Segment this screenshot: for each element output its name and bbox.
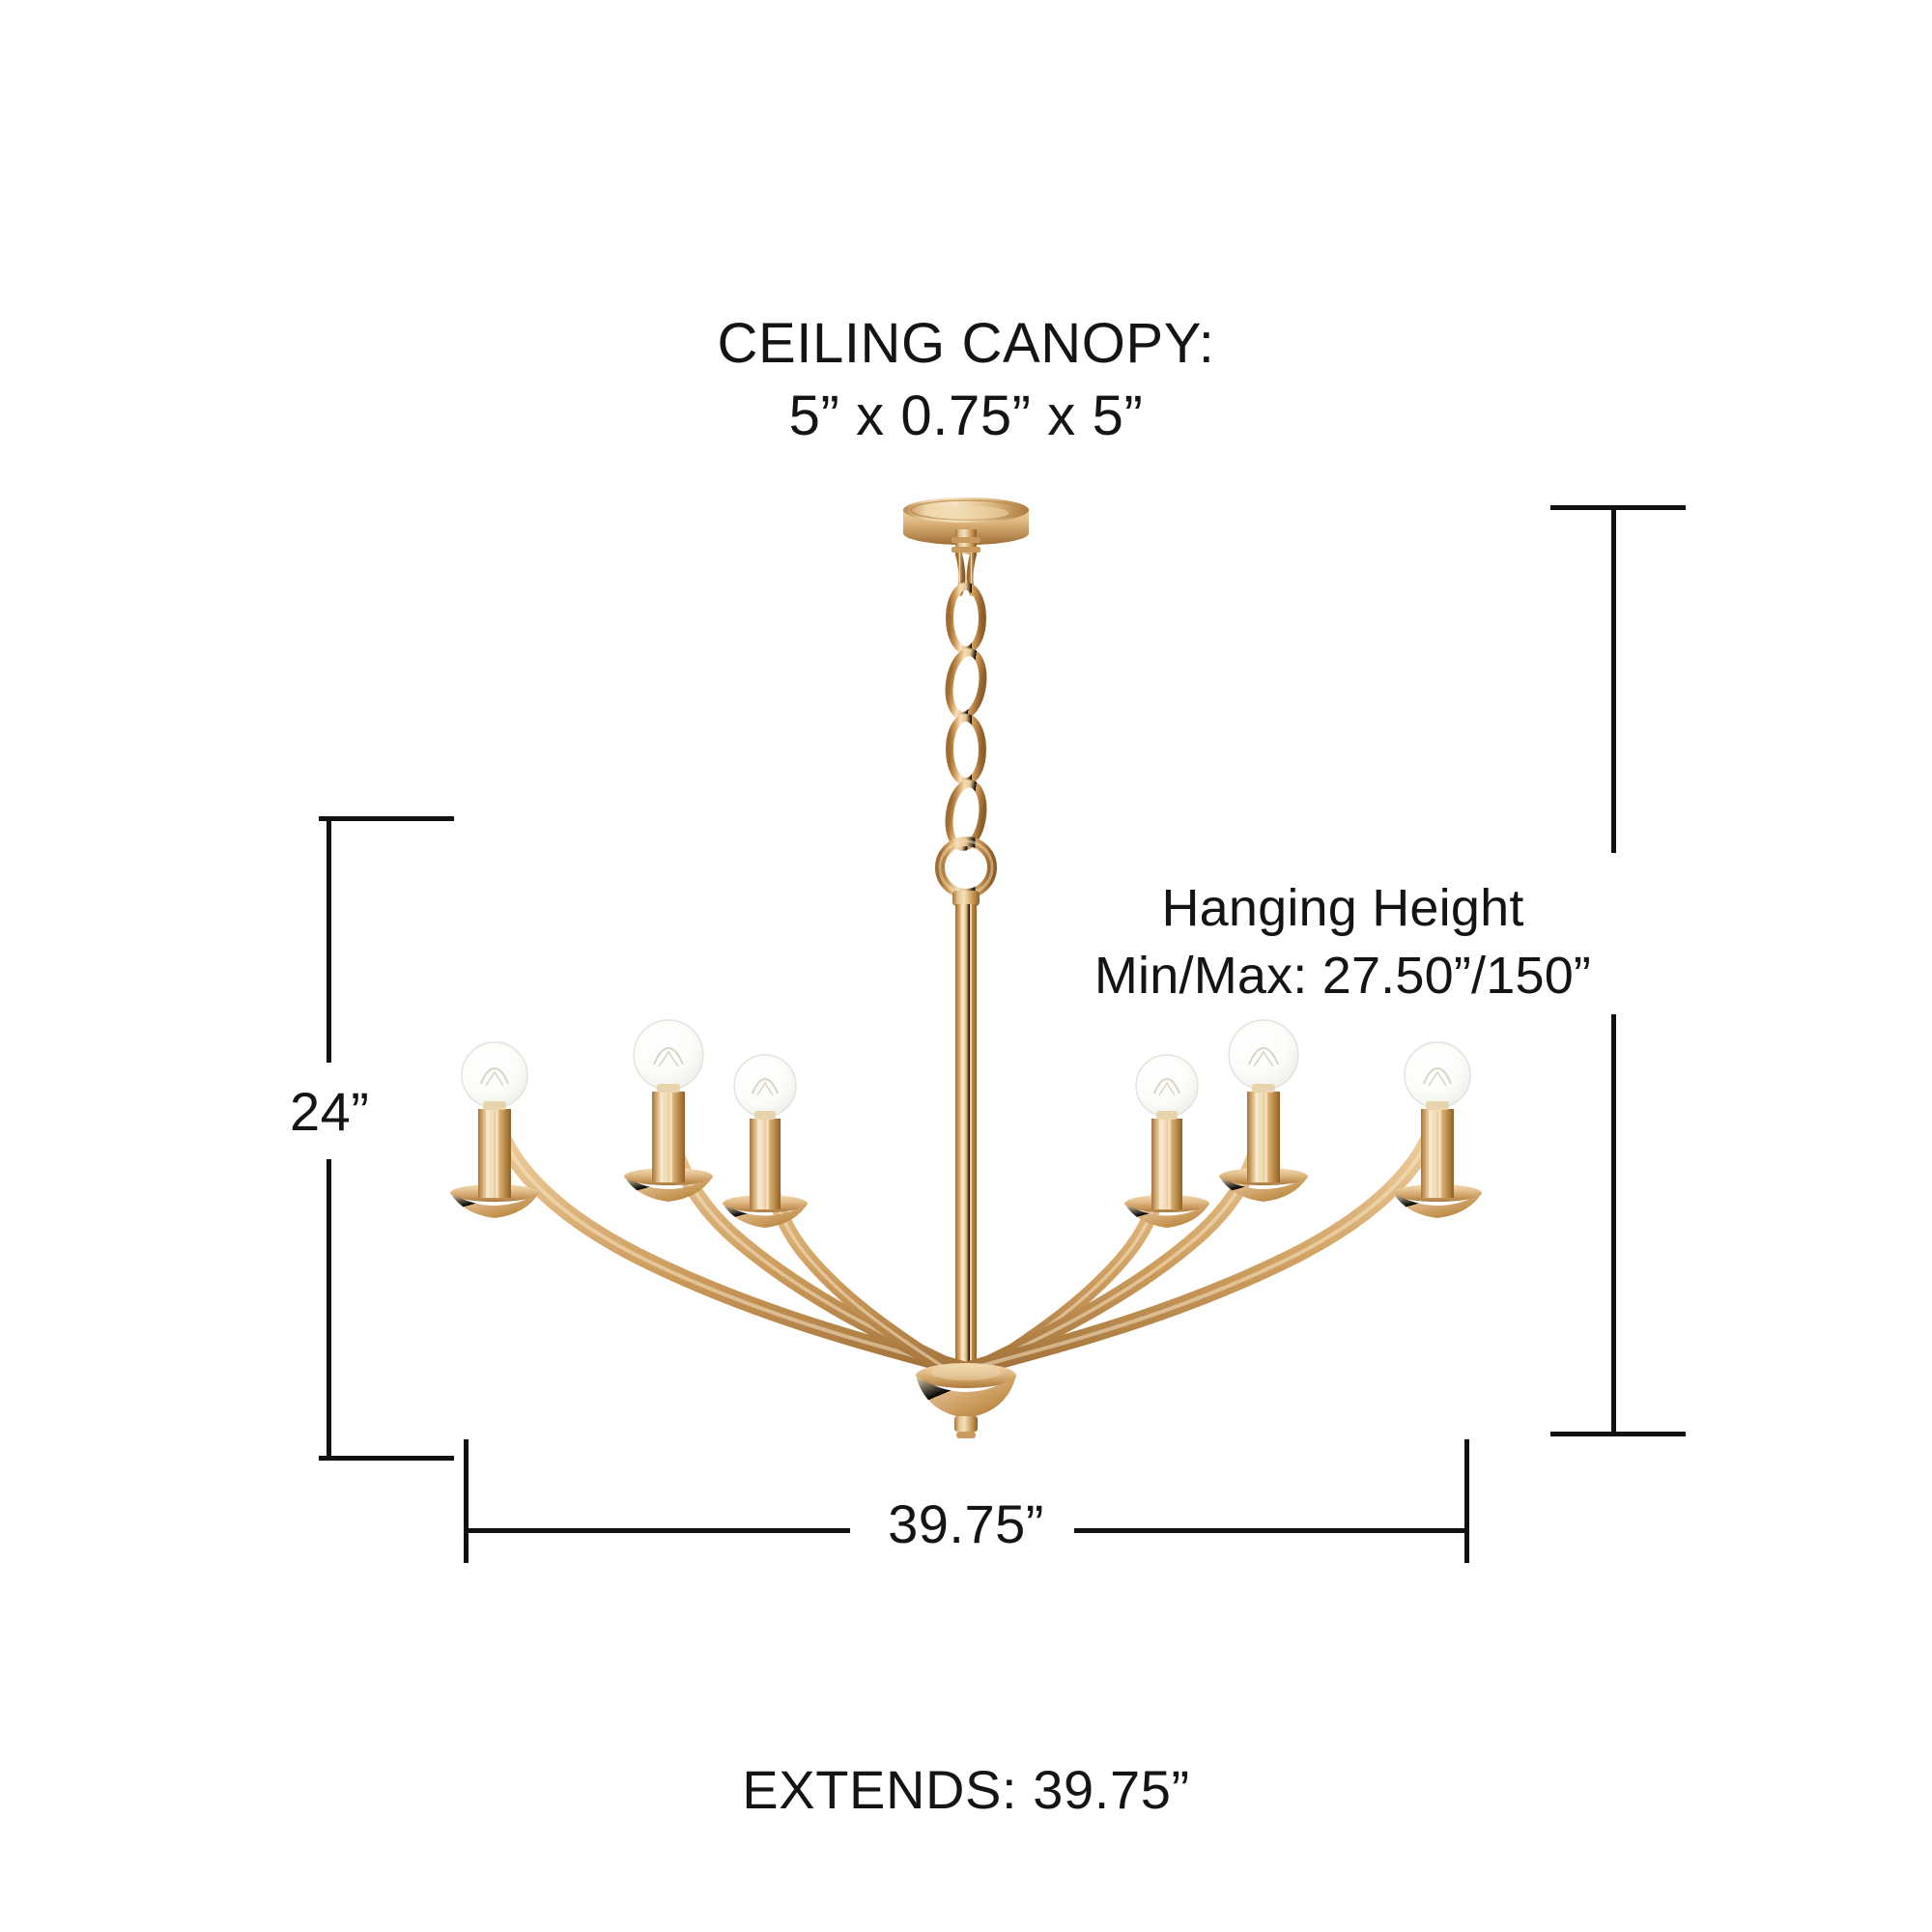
height-dimension-upper-line — [327, 816, 331, 1063]
candle-assembly-6 — [1393, 1041, 1482, 1218]
ceiling-canopy-label: CEILING CANOPY: 5” x 0.75” x 5” — [0, 307, 1932, 453]
chandelier-arm-left-mid — [660, 1086, 968, 1379]
hanging-height-minmax: Min/Max: 27.50”/150” — [1094, 947, 1592, 1006]
chandelier-arm-left-outer — [486, 1109, 973, 1378]
height-dimension-label: 24” — [290, 1081, 370, 1142]
ceiling-canopy-title: CEILING CANOPY: — [717, 312, 1215, 375]
ceiling-canopy-dimensions: 5” x 0.75” x 5” — [788, 384, 1144, 448]
hanging-height-upper-line — [1611, 505, 1616, 853]
width-dimension-left-tick — [464, 1439, 469, 1563]
height-dimension-top-cap — [319, 816, 454, 821]
hanging-height-top-cap — [1550, 505, 1686, 510]
candle-assembly-2 — [624, 1019, 713, 1202]
ceiling-canopy-part — [903, 497, 1029, 545]
center-stem — [952, 891, 980, 1368]
hanging-height-label: Hanging Height Min/Max: 27.50”/150” — [1053, 874, 1633, 1009]
candle-assembly-3 — [723, 1054, 808, 1228]
hanging-chain — [935, 582, 997, 898]
hanging-height-bottom-cap — [1550, 1432, 1686, 1436]
width-dimension-right-tick — [1464, 1439, 1469, 1563]
width-dimension-left-line — [464, 1528, 850, 1533]
center-hub-finial — [916, 1363, 1016, 1438]
hanging-height-title: Hanging Height — [1161, 879, 1524, 937]
extends-label: EXTENDS: 39.75” — [742, 1759, 1190, 1820]
height-dimension-lower-line — [327, 1159, 331, 1461]
width-dimension-label: 39.75” — [888, 1493, 1044, 1554]
candle-assembly-4 — [1124, 1054, 1209, 1228]
height-dimension-bottom-cap — [319, 1456, 454, 1461]
hanging-height-lower-line — [1611, 1014, 1616, 1435]
width-dimension-right-line — [1074, 1528, 1469, 1533]
canopy-neck — [952, 529, 980, 597]
chandelier-arm-right-inner — [968, 1113, 1175, 1383]
candle-assembly-1 — [450, 1041, 539, 1218]
chandelier-arm-left-inner — [757, 1113, 964, 1383]
candle-assembly-5 — [1219, 1019, 1308, 1202]
chandelier-arm-right-mid — [964, 1086, 1272, 1379]
chandelier-arm-right-outer — [959, 1102, 1446, 1378]
